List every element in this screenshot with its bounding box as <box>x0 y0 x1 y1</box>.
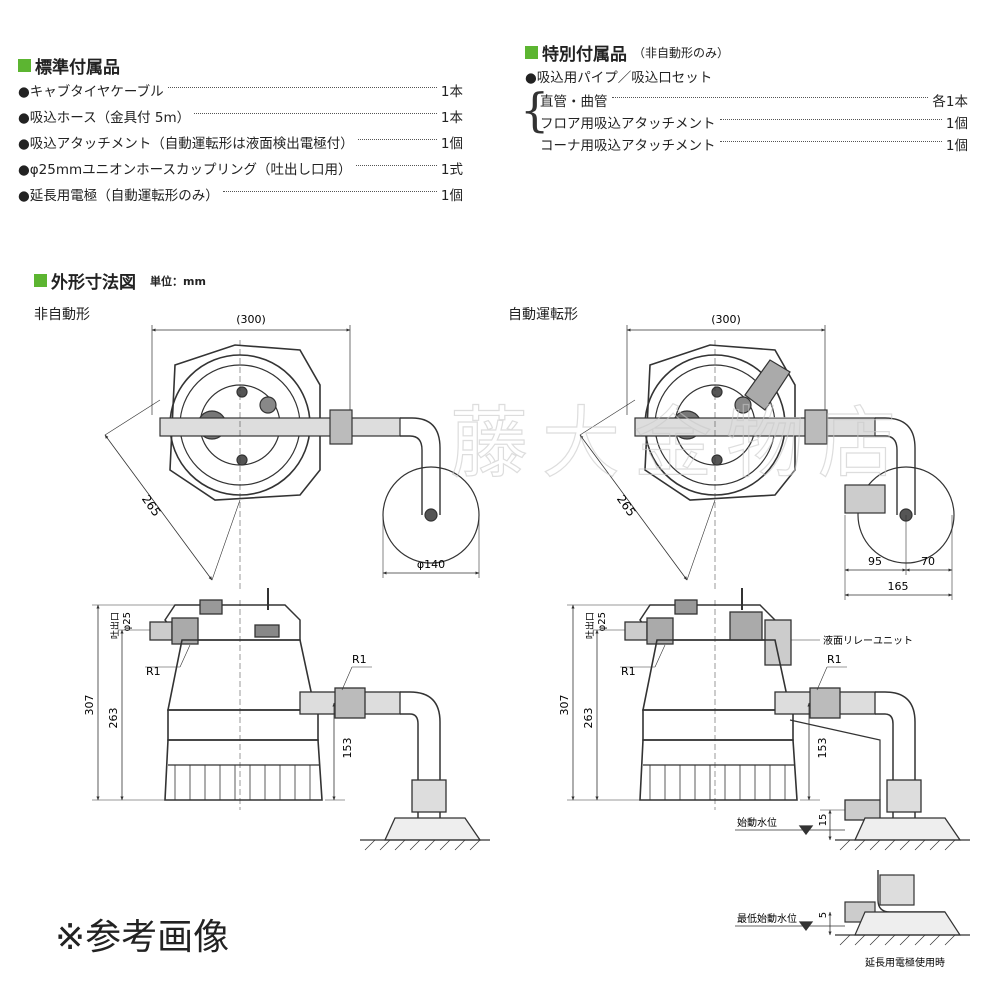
right-d165-label: 165 <box>888 580 909 593</box>
right-d70-label: 70 <box>921 555 935 568</box>
extension-note-label: 延長用電極使用時 <box>865 956 945 969</box>
standard-item-4: ●φ25mmユニオンホースカップリング（吐出し口用）1式 <box>18 162 463 178</box>
right-side-view <box>567 588 970 851</box>
extension-electrode-detail <box>735 870 970 946</box>
right-diag-label: 265 <box>614 492 639 519</box>
left-h307-label: 307 <box>83 695 96 716</box>
left-h153-label: 153 <box>341 738 354 759</box>
right-d15-label: 15 <box>818 814 829 827</box>
left-h263-label: 263 <box>107 708 120 729</box>
special-lead: ●吸込用パイプ／吸込口セット <box>525 70 713 86</box>
right-outlet-label: 吐出口 <box>584 612 596 639</box>
right-view-label: 自動運転形 <box>508 307 578 323</box>
left-diameter-label: φ140 <box>417 558 445 571</box>
left-width-label: (300) <box>236 313 266 326</box>
green-square-icon <box>525 46 538 59</box>
right-r1-b-label: R1 <box>827 653 842 666</box>
left-r1-b-label: R1 <box>352 653 367 666</box>
special-accessories-title: 特別付属品 （非自動形のみ） <box>525 40 729 65</box>
start-level-label: 始動水位 <box>737 816 777 829</box>
green-square-icon <box>34 274 47 287</box>
ext-d5-label: 5 <box>818 912 829 918</box>
right-h307-label: 307 <box>558 695 571 716</box>
right-r1-a-label: R1 <box>621 665 636 678</box>
standard-item-5: ●延長用電極（自動運転形のみ）1個 <box>18 188 463 204</box>
left-view-label: 非自動形 <box>34 307 90 323</box>
left-diag-label: 265 <box>139 492 164 519</box>
right-outlet-size-label: φ25 <box>597 612 608 631</box>
right-h153-label: 153 <box>816 738 829 759</box>
left-outlet-label: 吐出口 <box>109 612 121 639</box>
left-r1-a-label: R1 <box>146 665 161 678</box>
standard-item-3: ●吸込アタッチメント（自動運転形は液面検出電極付）1個 <box>18 136 463 152</box>
reference-note: ※参考画像 <box>55 917 230 958</box>
standard-item-2: ●吸込ホース（金具付 5m）1本 <box>18 110 463 126</box>
left-outlet-size-label: φ25 <box>122 612 133 631</box>
relay-unit-label: 液面リレーユニット <box>823 634 913 647</box>
brace: { <box>520 83 550 137</box>
special-item-1: 直管・曲管各1本 <box>540 94 968 110</box>
watermark: 藤大金物店 <box>450 399 910 489</box>
left-side-view <box>92 588 490 851</box>
left-top-view <box>104 325 480 590</box>
min-start-level-label: 最低始動水位 <box>737 912 797 925</box>
standard-accessories-title: 標準付属品 <box>18 53 120 78</box>
right-width-label: (300) <box>711 313 741 326</box>
green-square-icon <box>18 59 31 72</box>
right-top-view <box>579 325 955 600</box>
right-h263-label: 263 <box>582 708 595 729</box>
dimensions-title: 外形寸法図 単位：mm <box>34 268 206 293</box>
right-d95-label: 95 <box>868 555 882 568</box>
